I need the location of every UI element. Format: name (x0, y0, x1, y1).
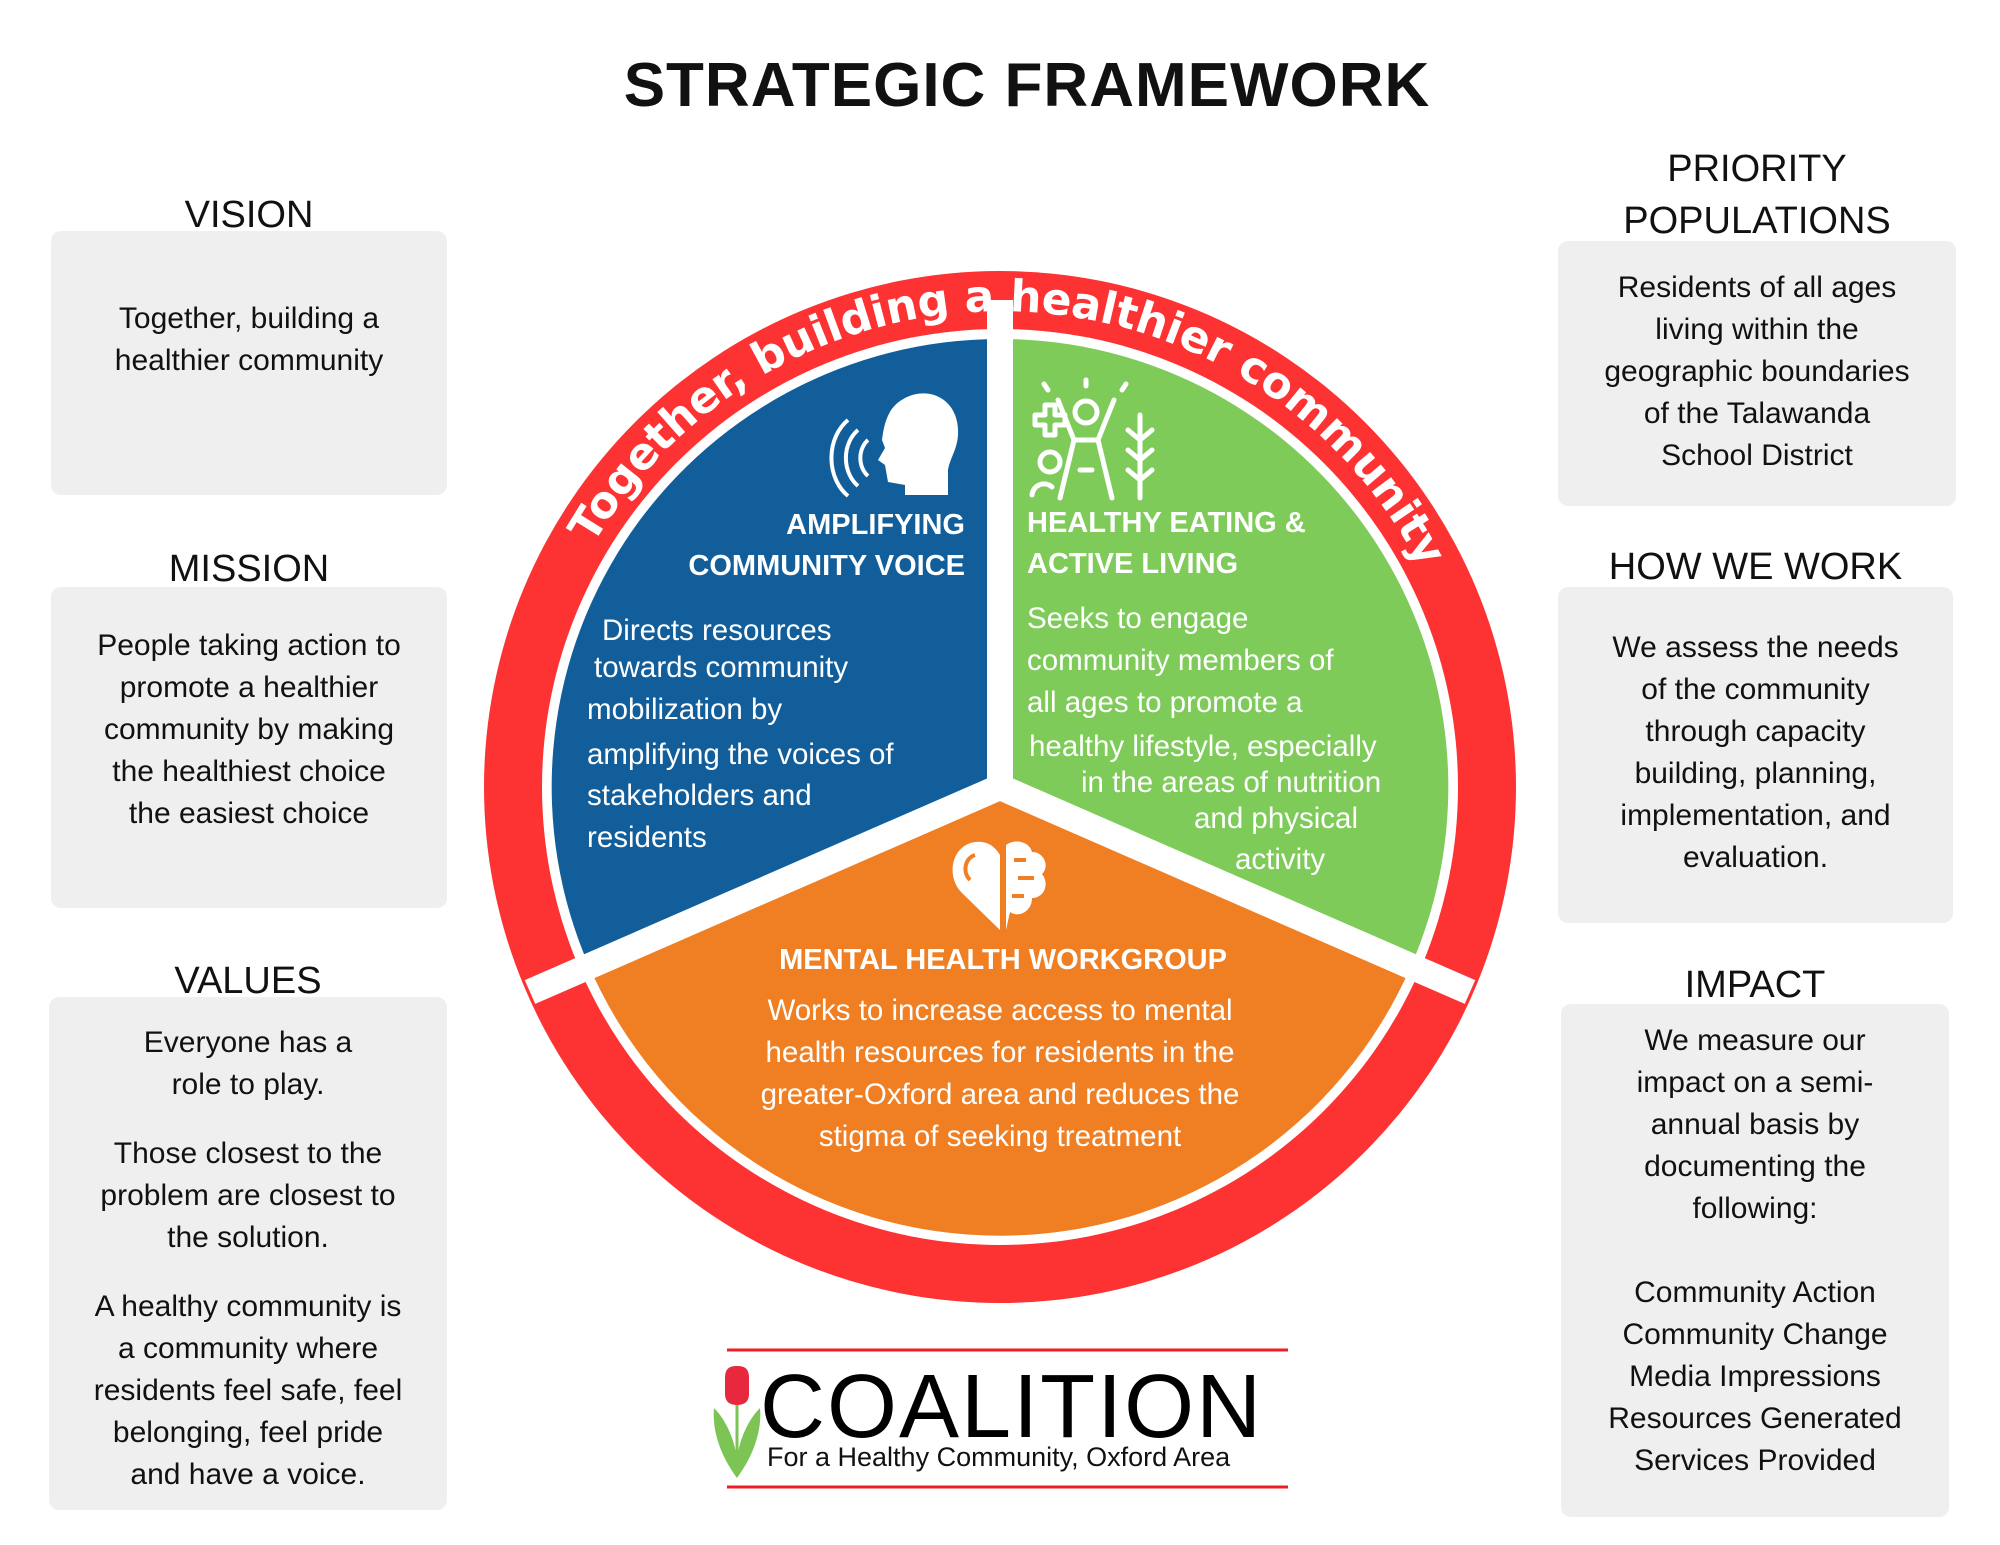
priority-box: Residents of all ages living within the … (1558, 241, 1956, 506)
segment-mental-health (589, 787, 1411, 1236)
impact-item: Media Impressions (1629, 1360, 1881, 1393)
how-we-work-heading: HOW WE WORK (1608, 546, 1903, 588)
priority-heading-line: PRIORITY (1667, 148, 1847, 190)
priority-line: living within the (1655, 313, 1859, 346)
voice-title-line: AMPLIFYING (786, 509, 965, 541)
priority-heading-line: POPULATIONS (1623, 200, 1891, 242)
mission-line: People taking action to (97, 629, 401, 662)
priority-line: Residents of all ages (1617, 271, 1897, 304)
vision-line: healthier community (114, 344, 384, 377)
vision-line: Together, building a (118, 302, 380, 335)
impact-line: annual basis by (1650, 1108, 1860, 1141)
impact-line: We measure our (1644, 1024, 1866, 1057)
eating-title: HEALTHY EATING & ACTIVE LIVING (1027, 503, 1306, 585)
eating-line: all ages to promote a (1027, 686, 1303, 719)
mental-line: greater-Oxford area and reduces the (760, 1078, 1240, 1111)
mission-line: the easiest choice (128, 797, 370, 830)
logo-tagline: For a Healthy Community, Oxford Area (767, 1442, 1231, 1472)
impact-item: Community Action (1634, 1276, 1876, 1309)
how-line: We assess the needs (1612, 631, 1899, 664)
impact-box: We measure our impact on a semi- annual … (1561, 1004, 1949, 1517)
values-heading: VALUES (174, 960, 322, 1002)
values-box: Everyone has a role to play. Those close… (49, 997, 447, 1510)
eating-line: Seeks to engage (1027, 602, 1249, 635)
voice-line: Directs resources (602, 614, 832, 647)
impact-item: Services Provided (1634, 1444, 1876, 1477)
eating-title-line: ACTIVE LIVING (1027, 548, 1239, 580)
mission-heading: MISSION (168, 548, 330, 590)
voice-line: residents (587, 821, 707, 854)
values-line: Everyone has a (143, 1026, 353, 1059)
heart-brain-icon (952, 841, 1046, 930)
values-line: Those closest to the (113, 1137, 383, 1170)
values-line: a community where (117, 1332, 379, 1365)
eating-line: in the areas of nutrition (1081, 766, 1382, 799)
page-title: STRATEGIC FRAMEWORK (623, 51, 1431, 120)
impact-line: following: (1692, 1192, 1818, 1225)
mission-line: community by making (103, 713, 395, 746)
eating-line: and physical (1194, 802, 1358, 835)
mental-description: Works to increase access to mental healt… (650, 990, 1350, 1158)
voice-line: stakeholders and (587, 779, 812, 812)
how-line: building, planning, (1634, 757, 1877, 790)
segment-dividers (524, 300, 1476, 1004)
how-we-work-box: We assess the needs of the community thr… (1558, 587, 1953, 923)
voice-line: amplifying the voices of (587, 738, 894, 771)
mission-line: the healthiest choice (112, 755, 386, 788)
values-line: residents feel safe, feel (93, 1374, 403, 1407)
mission-box: People taking action to promote a health… (51, 587, 447, 908)
mental-line: stigma of seeking treatment (818, 1120, 1182, 1153)
mental-title: MENTAL HEALTH WORKGROUP (779, 944, 1227, 976)
impact-item: Resources Generated (1608, 1402, 1902, 1435)
impact-line: documenting the (1644, 1150, 1866, 1183)
values-line: A healthy community is (94, 1290, 402, 1323)
priority-line: of the Talawanda (1643, 397, 1871, 430)
voice-title-line: COMMUNITY VOICE (688, 550, 965, 582)
values-line: the solution. (167, 1221, 329, 1254)
how-line: implementation, and (1620, 799, 1891, 832)
values-line: belonging, feel pride (112, 1416, 384, 1449)
impact-line: impact on a semi- (1636, 1066, 1874, 1099)
priority-line: geographic boundaries (1604, 355, 1910, 388)
eating-line: healthy lifestyle, especially (1029, 730, 1377, 763)
values-line: role to play. (171, 1068, 325, 1101)
active-person-icon (1029, 377, 1155, 501)
how-line: of the community (1641, 673, 1870, 706)
values-line: problem are closest to (100, 1179, 396, 1212)
logo-name: COALITION (760, 1357, 1264, 1457)
eating-line: activity (1235, 843, 1326, 876)
tulip-icon (713, 1366, 761, 1478)
voice-title: AMPLIFYING COMMUNITY VOICE (688, 505, 965, 587)
mission-line: promote a healthier (119, 671, 379, 704)
voice-line: towards community (594, 651, 849, 684)
priority-line: School District (1661, 439, 1853, 472)
priority-heading: PRIORITY POPULATIONS (1558, 143, 1956, 247)
values-line: and have a voice. (130, 1458, 366, 1491)
mental-line: Works to increase access to mental (767, 994, 1233, 1027)
voice-line: mobilization by (587, 693, 783, 726)
speaking-head-icon (829, 393, 959, 498)
vision-box: Together, building a healthier community (51, 231, 447, 495)
eating-title-line: HEALTHY EATING & (1027, 507, 1306, 539)
mental-line: health resources for residents in the (765, 1036, 1235, 1069)
segment-community-voice (551, 338, 1000, 966)
how-line: through capacity (1645, 715, 1866, 748)
eating-line: community members of (1027, 644, 1334, 677)
how-line: evaluation. (1682, 841, 1829, 874)
impact-heading: IMPACT (1684, 964, 1826, 1006)
vision-heading: VISION (184, 194, 314, 236)
impact-item: Community Change (1622, 1318, 1888, 1351)
